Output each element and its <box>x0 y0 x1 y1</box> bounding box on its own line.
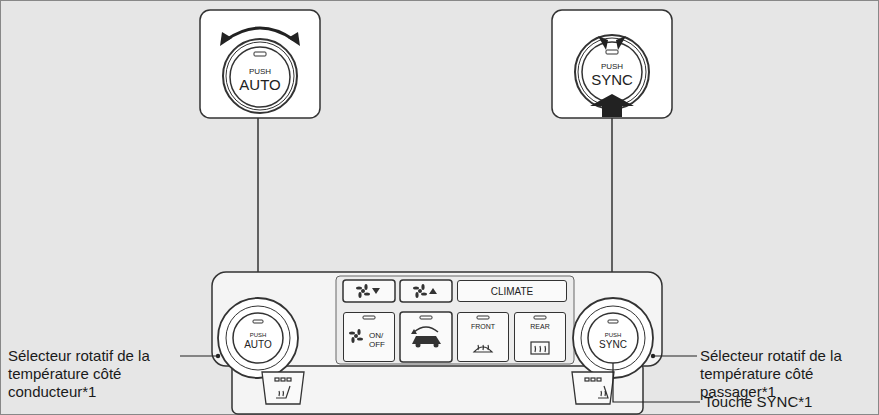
passenger-temp-knob: PUSHSYNC <box>587 312 639 364</box>
circle-shape <box>651 354 655 358</box>
button-label: CLIMATE <box>491 286 534 297</box>
circle-shape <box>578 38 646 106</box>
ellipse-shape <box>358 292 361 298</box>
ellipse-shape <box>364 284 367 290</box>
button-caption: PUSH <box>605 332 622 339</box>
callout-label: Sélecteur rotatif de la température côté… <box>700 347 870 401</box>
ellipse-shape <box>364 292 370 295</box>
circle-shape <box>218 298 298 378</box>
rect-shape <box>287 378 291 381</box>
circle-shape <box>223 39 297 113</box>
seat-heater-icons <box>275 378 608 398</box>
rect-shape <box>552 10 672 118</box>
zoom-knob: PUSHAUTO <box>229 46 291 108</box>
zoom-button: PUSHSYNC <box>581 41 643 103</box>
polygon-shape <box>411 329 417 334</box>
button-label: AUTO <box>239 76 280 93</box>
circle-shape <box>216 354 220 358</box>
button-label: SYNC <box>599 339 627 350</box>
circle-shape <box>581 306 645 370</box>
rect-shape <box>336 276 574 364</box>
polygon-shape <box>220 32 232 46</box>
button-caption: PUSH <box>601 62 623 71</box>
rect-shape <box>343 280 395 302</box>
climate-button: CLIMATE <box>457 280 567 302</box>
circle-shape <box>361 289 365 293</box>
callout-label: Touche SYNC*1 <box>704 393 874 411</box>
fan-onoff-button: ON/ OFF <box>343 312 395 362</box>
button-circle <box>588 313 638 363</box>
rect-shape <box>597 378 601 381</box>
button-label: FRONT <box>458 323 508 331</box>
button-caption: PUSH <box>250 332 267 339</box>
path-shape <box>226 28 294 40</box>
button-label: ON/ OFF <box>369 331 389 349</box>
rect-shape <box>585 378 589 381</box>
path-shape <box>598 386 608 398</box>
polygon-shape <box>372 288 380 294</box>
front-defrost-button: FRONT <box>457 312 509 362</box>
circle-shape <box>226 306 290 370</box>
ellipse-shape <box>413 286 419 289</box>
circle-shape <box>416 343 421 348</box>
rect-shape <box>200 10 320 118</box>
driver-temp-knob: PUSHAUTO <box>232 312 284 364</box>
path-shape <box>414 327 438 332</box>
path-shape <box>262 372 304 404</box>
rect-shape <box>400 280 452 302</box>
ellipse-shape <box>415 292 418 298</box>
rect-shape <box>275 378 279 381</box>
leader-dots <box>216 350 655 358</box>
button-circle <box>230 47 290 107</box>
path-shape <box>412 336 441 344</box>
rect-shape <box>400 312 452 362</box>
ellipse-shape <box>421 292 427 295</box>
line-shape <box>653 355 697 356</box>
circle-shape <box>418 289 422 293</box>
line-shape <box>180 355 218 356</box>
circle-shape <box>434 343 439 348</box>
recirculation-icon <box>411 327 441 348</box>
polygon-shape <box>288 32 300 46</box>
rect-shape <box>420 316 432 319</box>
rect-shape <box>281 378 285 381</box>
button-circle <box>582 42 642 102</box>
ellipse-shape <box>356 286 362 289</box>
button-label: SYNC <box>591 71 633 88</box>
circle-shape <box>575 35 649 109</box>
path-shape <box>276 386 290 398</box>
button-label: REAR <box>515 323 565 331</box>
zoom-callouts <box>200 10 672 300</box>
rect-shape <box>591 378 595 381</box>
rect-shape <box>232 362 643 414</box>
indicator-leds <box>253 50 618 323</box>
rear-defrost-button: REAR <box>514 312 566 362</box>
ellipse-shape <box>421 284 424 290</box>
circle-shape <box>226 42 294 110</box>
button-circle <box>233 313 283 363</box>
button-label: AUTO <box>244 339 272 350</box>
control-panel <box>212 272 662 414</box>
rotation-arrow <box>220 28 300 46</box>
path-shape <box>572 372 614 404</box>
callout-label: Sélecteur rotatif de la température côté… <box>8 347 183 401</box>
button-caption: PUSH <box>249 67 271 76</box>
polygon-shape <box>429 288 437 294</box>
